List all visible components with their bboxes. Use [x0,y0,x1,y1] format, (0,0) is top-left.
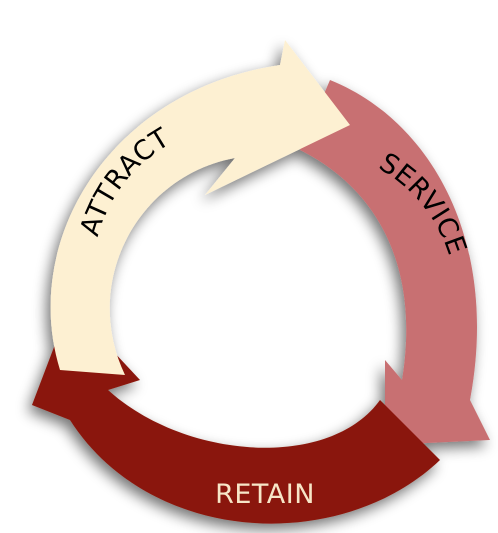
attract-arrow [50,40,350,375]
retain-arrow [32,305,440,524]
retain-label: RETAIN [215,479,315,510]
service-arrow [300,80,490,445]
